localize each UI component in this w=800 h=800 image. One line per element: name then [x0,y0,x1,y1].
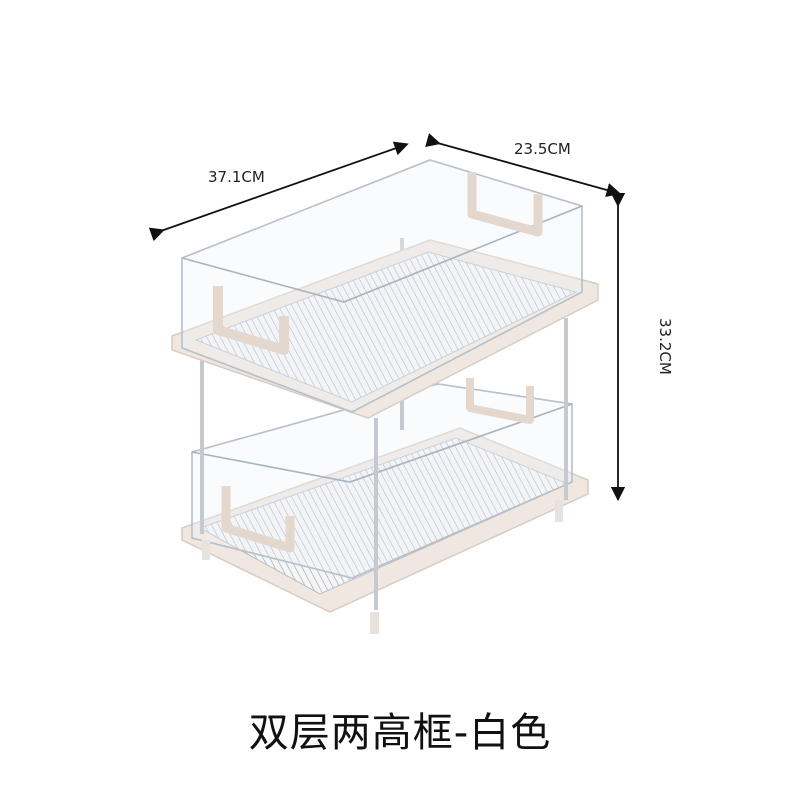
width-dimension-line [425,133,621,198]
upper-tier [171,159,599,419]
height-label: 33.2CM [656,318,674,375]
upper-front-handle [213,286,289,355]
depth-dimension-line [148,141,409,242]
upper-grille [194,251,578,403]
lower-back-handle [466,378,534,424]
product-caption: 双层两高框-白色 [248,710,552,756]
lower-front-handle [221,486,295,553]
upper-back-handle [467,172,543,237]
lower-leg-left [202,540,210,560]
dimension-lines [148,133,626,502]
lower-box-top-edge [191,403,573,483]
lower-tier [181,378,589,634]
depth-label: 37.1CM [208,168,265,186]
width-label: 23.5CM [514,140,571,158]
lower-leg-front [370,612,379,634]
upper-box-top-edge [181,205,583,303]
lower-leg-right [555,500,563,522]
